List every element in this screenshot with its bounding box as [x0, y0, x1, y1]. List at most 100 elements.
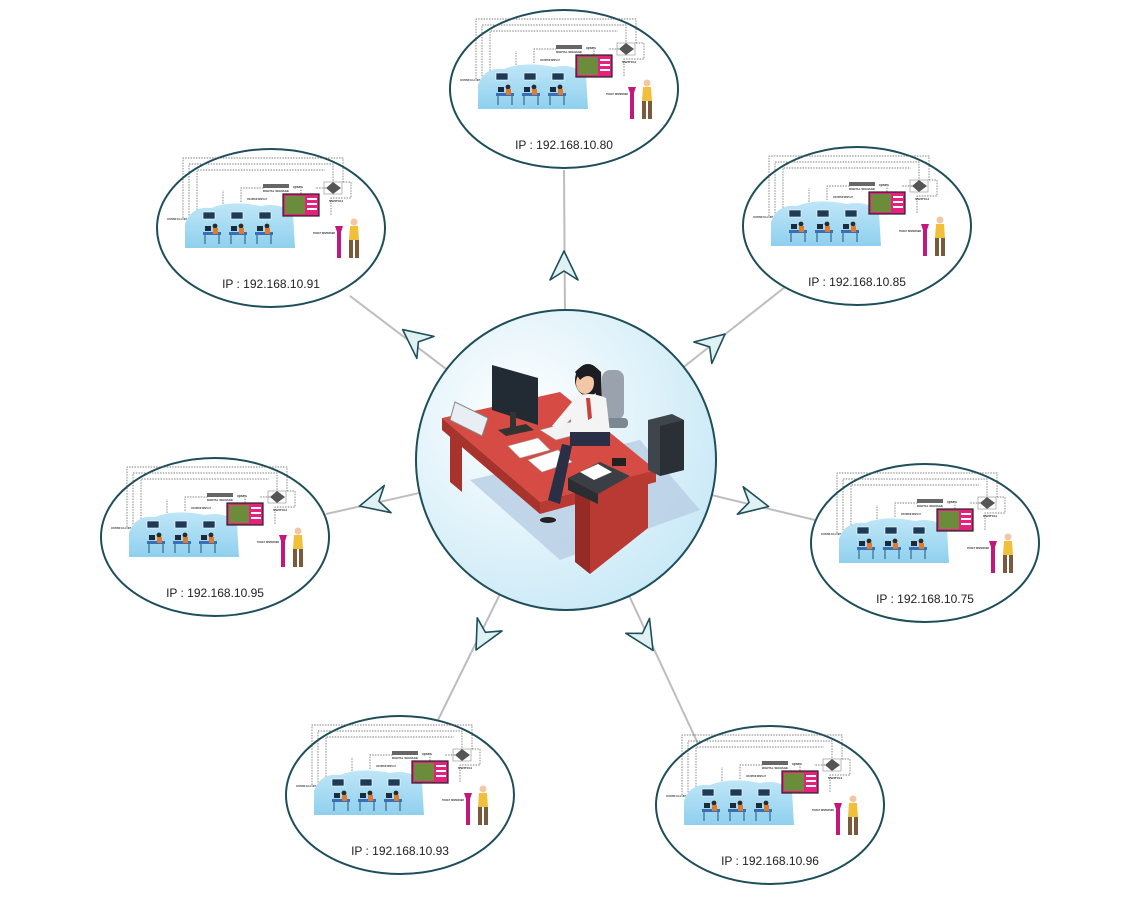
- mini-label-counter-display: COUNTER DISPLAY: [376, 764, 396, 768]
- node-ip-label: IP : 192.168.10.93: [351, 844, 449, 858]
- mini-label-switch: SWITCH: [622, 60, 636, 64]
- counter-display-icon: [387, 778, 401, 787]
- mini-label-digital-signage: DIGITAL SIGNAGE: [917, 504, 943, 508]
- customer-figure: [848, 795, 858, 835]
- ticket-dispenser-icon: [464, 793, 472, 825]
- mini-label-qms: QMS: [586, 46, 596, 50]
- mini-label-counter-display: COUNTER DISPLAY: [540, 58, 560, 62]
- mini-label-counter-call-unit: COUNTER CALL UNIT: [460, 78, 480, 82]
- desk-printer: [568, 462, 630, 504]
- mini-label-qms: QMS: [947, 500, 957, 504]
- mini-label-ticket-dispenser: TICKET DISPENSER: [442, 798, 465, 802]
- counter-display-icon: [884, 526, 898, 535]
- counter-display-icon: [729, 788, 743, 797]
- central-hub: [415, 309, 717, 611]
- link-line: [563, 169, 566, 311]
- customer-figure: [293, 527, 303, 567]
- mini-label-ticket-dispenser: TICKET DISPENSER: [257, 540, 280, 544]
- mini-label-counter-call-unit: COUNTER CALL UNIT: [821, 532, 841, 536]
- mini-label-digital-signage: DIGITAL SIGNAGE: [207, 498, 233, 502]
- mini-label-counter-display: COUNTER DISPLAY: [247, 197, 267, 201]
- office-worker: [540, 364, 610, 523]
- counter-display-icon: [230, 211, 244, 220]
- mini-label-digital-signage: DIGITAL SIGNAGE: [392, 756, 418, 760]
- mini-label-counter-display: COUNTER DISPLAY: [833, 195, 853, 199]
- counter-display-icon: [788, 209, 802, 218]
- direction-arrow-icon: [358, 484, 392, 514]
- connection-arrows: [358, 250, 770, 652]
- qms-server-icon: [556, 45, 582, 49]
- qms-server-icon: [207, 493, 233, 497]
- mini-label-digital-signage: DIGITAL SIGNAGE: [263, 189, 289, 193]
- qms-server-icon: [263, 184, 289, 188]
- node-ip-label: IP : 192.168.10.85: [808, 275, 906, 289]
- counter-display-icon: [258, 211, 272, 220]
- counter-display-icon: [912, 526, 926, 535]
- direction-arrow-icon: [693, 333, 726, 365]
- link-line: [628, 595, 701, 749]
- ticket-dispenser-icon: [921, 224, 929, 256]
- counter-display-icon: [146, 520, 160, 529]
- mini-label-switch: SWITCH: [458, 766, 472, 770]
- customer-figure: [642, 79, 652, 119]
- link-line: [436, 594, 501, 723]
- link-line: [683, 286, 786, 368]
- node-ip-label: IP : 192.168.10.75: [876, 592, 974, 606]
- counter-display-icon: [174, 520, 188, 529]
- switch-icon: [455, 749, 470, 761]
- mini-label-ticket-dispenser: TICKET DISPENSER: [812, 808, 835, 812]
- direction-arrow-icon: [401, 328, 435, 360]
- customer-figure: [349, 218, 359, 258]
- mini-label-qms: QMS: [792, 762, 802, 766]
- counter-display-icon: [816, 209, 830, 218]
- qms-server-icon: [392, 751, 418, 755]
- customer-figure: [1003, 533, 1013, 573]
- mini-label-switch: SWITCH: [915, 197, 929, 201]
- mini-label-counter-call-unit: COUNTER CALL UNIT: [111, 526, 131, 530]
- ticket-dispenser-icon: [335, 226, 343, 258]
- mini-label-switch: SWITCH: [273, 508, 287, 512]
- mini-label-ticket-dispenser: TICKET DISPENSER: [899, 229, 922, 233]
- direction-arrow-icon: [475, 617, 503, 651]
- mini-label-ticket-dispenser: TICKET DISPENSER: [313, 231, 336, 235]
- node-ip-label: IP : 192.168.10.80: [515, 138, 613, 152]
- mini-label-switch: SWITCH: [828, 776, 842, 780]
- ticket-dispenser-icon: [628, 87, 636, 119]
- mini-label-counter-call-unit: COUNTER CALL UNIT: [666, 794, 686, 798]
- desktop-monitor: [492, 365, 538, 436]
- ticket-dispenser-icon: [834, 803, 842, 835]
- counter-display-icon: [523, 72, 537, 81]
- customer-figure: [478, 785, 488, 825]
- counter-display-icon: [757, 788, 771, 797]
- cpu-tower: [648, 414, 684, 476]
- node-ip-label: IP : 192.168.10.95: [166, 586, 264, 600]
- direction-arrow-icon: [736, 486, 770, 515]
- switch-icon: [619, 43, 634, 55]
- counter-display-icon: [495, 72, 509, 81]
- switch-icon: [825, 759, 840, 771]
- ticket-dispenser-icon: [279, 535, 287, 567]
- counter-display-icon: [844, 209, 858, 218]
- desk-tablet: [449, 401, 489, 437]
- counter-display-icon: [856, 526, 870, 535]
- phone: [612, 458, 626, 466]
- mini-label-counter-call-unit: COUNTER CALL UNIT: [167, 217, 187, 221]
- mini-label-digital-signage: DIGITAL SIGNAGE: [762, 766, 788, 770]
- branch-node: COUNTER CALL UNIT COUNTER DISPLAY DIGITAL …: [156, 148, 386, 308]
- switch-icon: [912, 180, 927, 192]
- counter-display-icon: [359, 778, 373, 787]
- direction-arrow-icon: [549, 250, 579, 281]
